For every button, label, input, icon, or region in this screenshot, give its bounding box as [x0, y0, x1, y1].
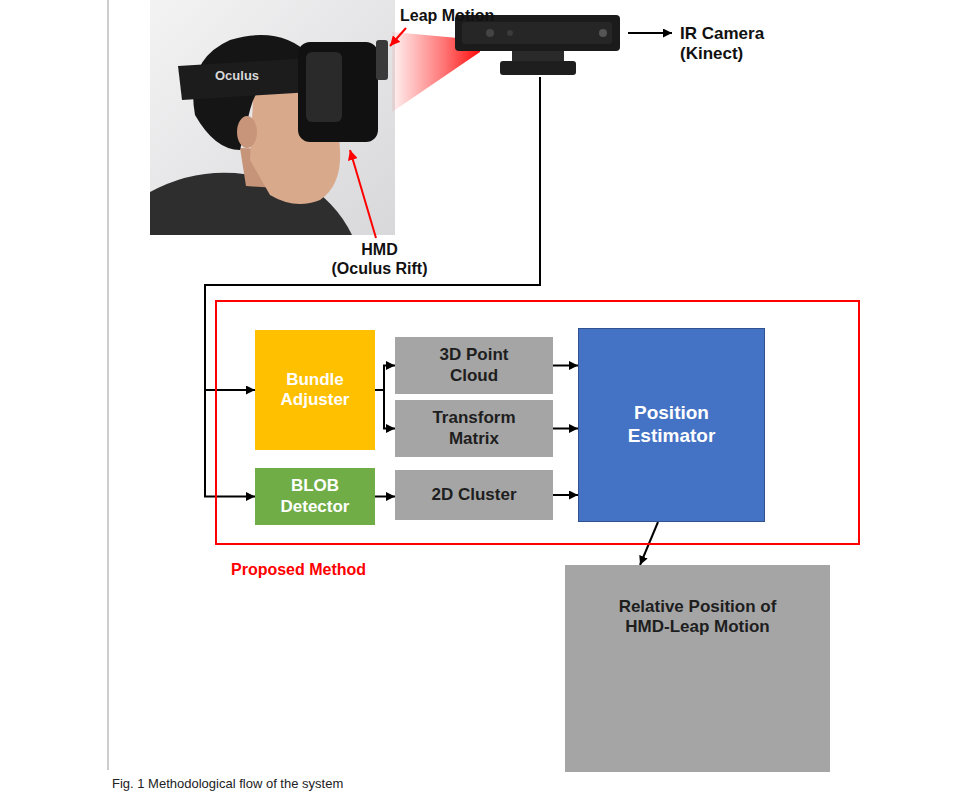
kinect-stand — [512, 51, 564, 61]
flow-arrow — [375, 390, 395, 429]
data-box: Transform Matrix — [395, 400, 553, 457]
node-text: BLOB Detector — [265, 476, 365, 517]
part-label: HMD (Oculus Rift) — [330, 240, 429, 278]
node-text: Transform Matrix — [424, 408, 524, 449]
person-photo — [150, 0, 395, 235]
output-box: Relative Position of HMD-Leap Motion — [565, 565, 830, 772]
node-text: 2D Cluster — [431, 485, 516, 505]
node-text: IR Camera (Kinect) — [680, 24, 780, 65]
process-box: Position Estimator — [578, 328, 765, 522]
flow-arrow — [375, 366, 395, 391]
node-text: Relative Position of HMD-Leap Motion — [608, 597, 788, 638]
head-strap — [178, 58, 312, 100]
hmd-side — [306, 52, 342, 122]
method-frame: Proposed MethodBundle Adjuster3D Point C… — [215, 300, 860, 545]
flow-arrow — [553, 428, 578, 430]
process-box: Bundle Adjuster — [255, 330, 375, 450]
data-box: 2D Cluster — [395, 470, 553, 520]
leader-arrow — [628, 32, 672, 34]
frame-line — [108, 0, 109, 770]
figure-caption: Fig. 1 Methodological flow of the system — [112, 776, 343, 791]
ear — [237, 116, 257, 148]
node-text: Bundle Adjuster — [265, 370, 365, 411]
kinect-base — [500, 61, 576, 75]
strap-text: Oculus — [215, 68, 259, 84]
kinect-face — [462, 22, 612, 44]
kinect-lens — [507, 30, 513, 36]
leap-motion-device — [376, 40, 388, 80]
node-text: Position Estimator — [607, 402, 737, 448]
flow-arrow — [375, 496, 395, 498]
node-text: 3D Point Cloud — [424, 345, 524, 386]
part-label: Leap Motion — [400, 6, 494, 25]
camera-node: IR Camera (Kinect) — [455, 12, 760, 77]
data-box: 3D Point Cloud — [395, 337, 553, 394]
leader-arrow — [390, 28, 406, 46]
flow-arrow — [553, 494, 578, 496]
process-box: BLOB Detector — [255, 468, 375, 525]
flow-arrow — [205, 77, 540, 497]
kinect-logo — [599, 29, 607, 37]
hmd-body — [298, 42, 378, 142]
kinect-lens — [486, 29, 494, 37]
leader-arrow — [350, 150, 376, 238]
flow-arrow — [553, 365, 578, 367]
node-text: Proposed Method — [231, 560, 366, 579]
photo-background — [150, 0, 395, 235]
